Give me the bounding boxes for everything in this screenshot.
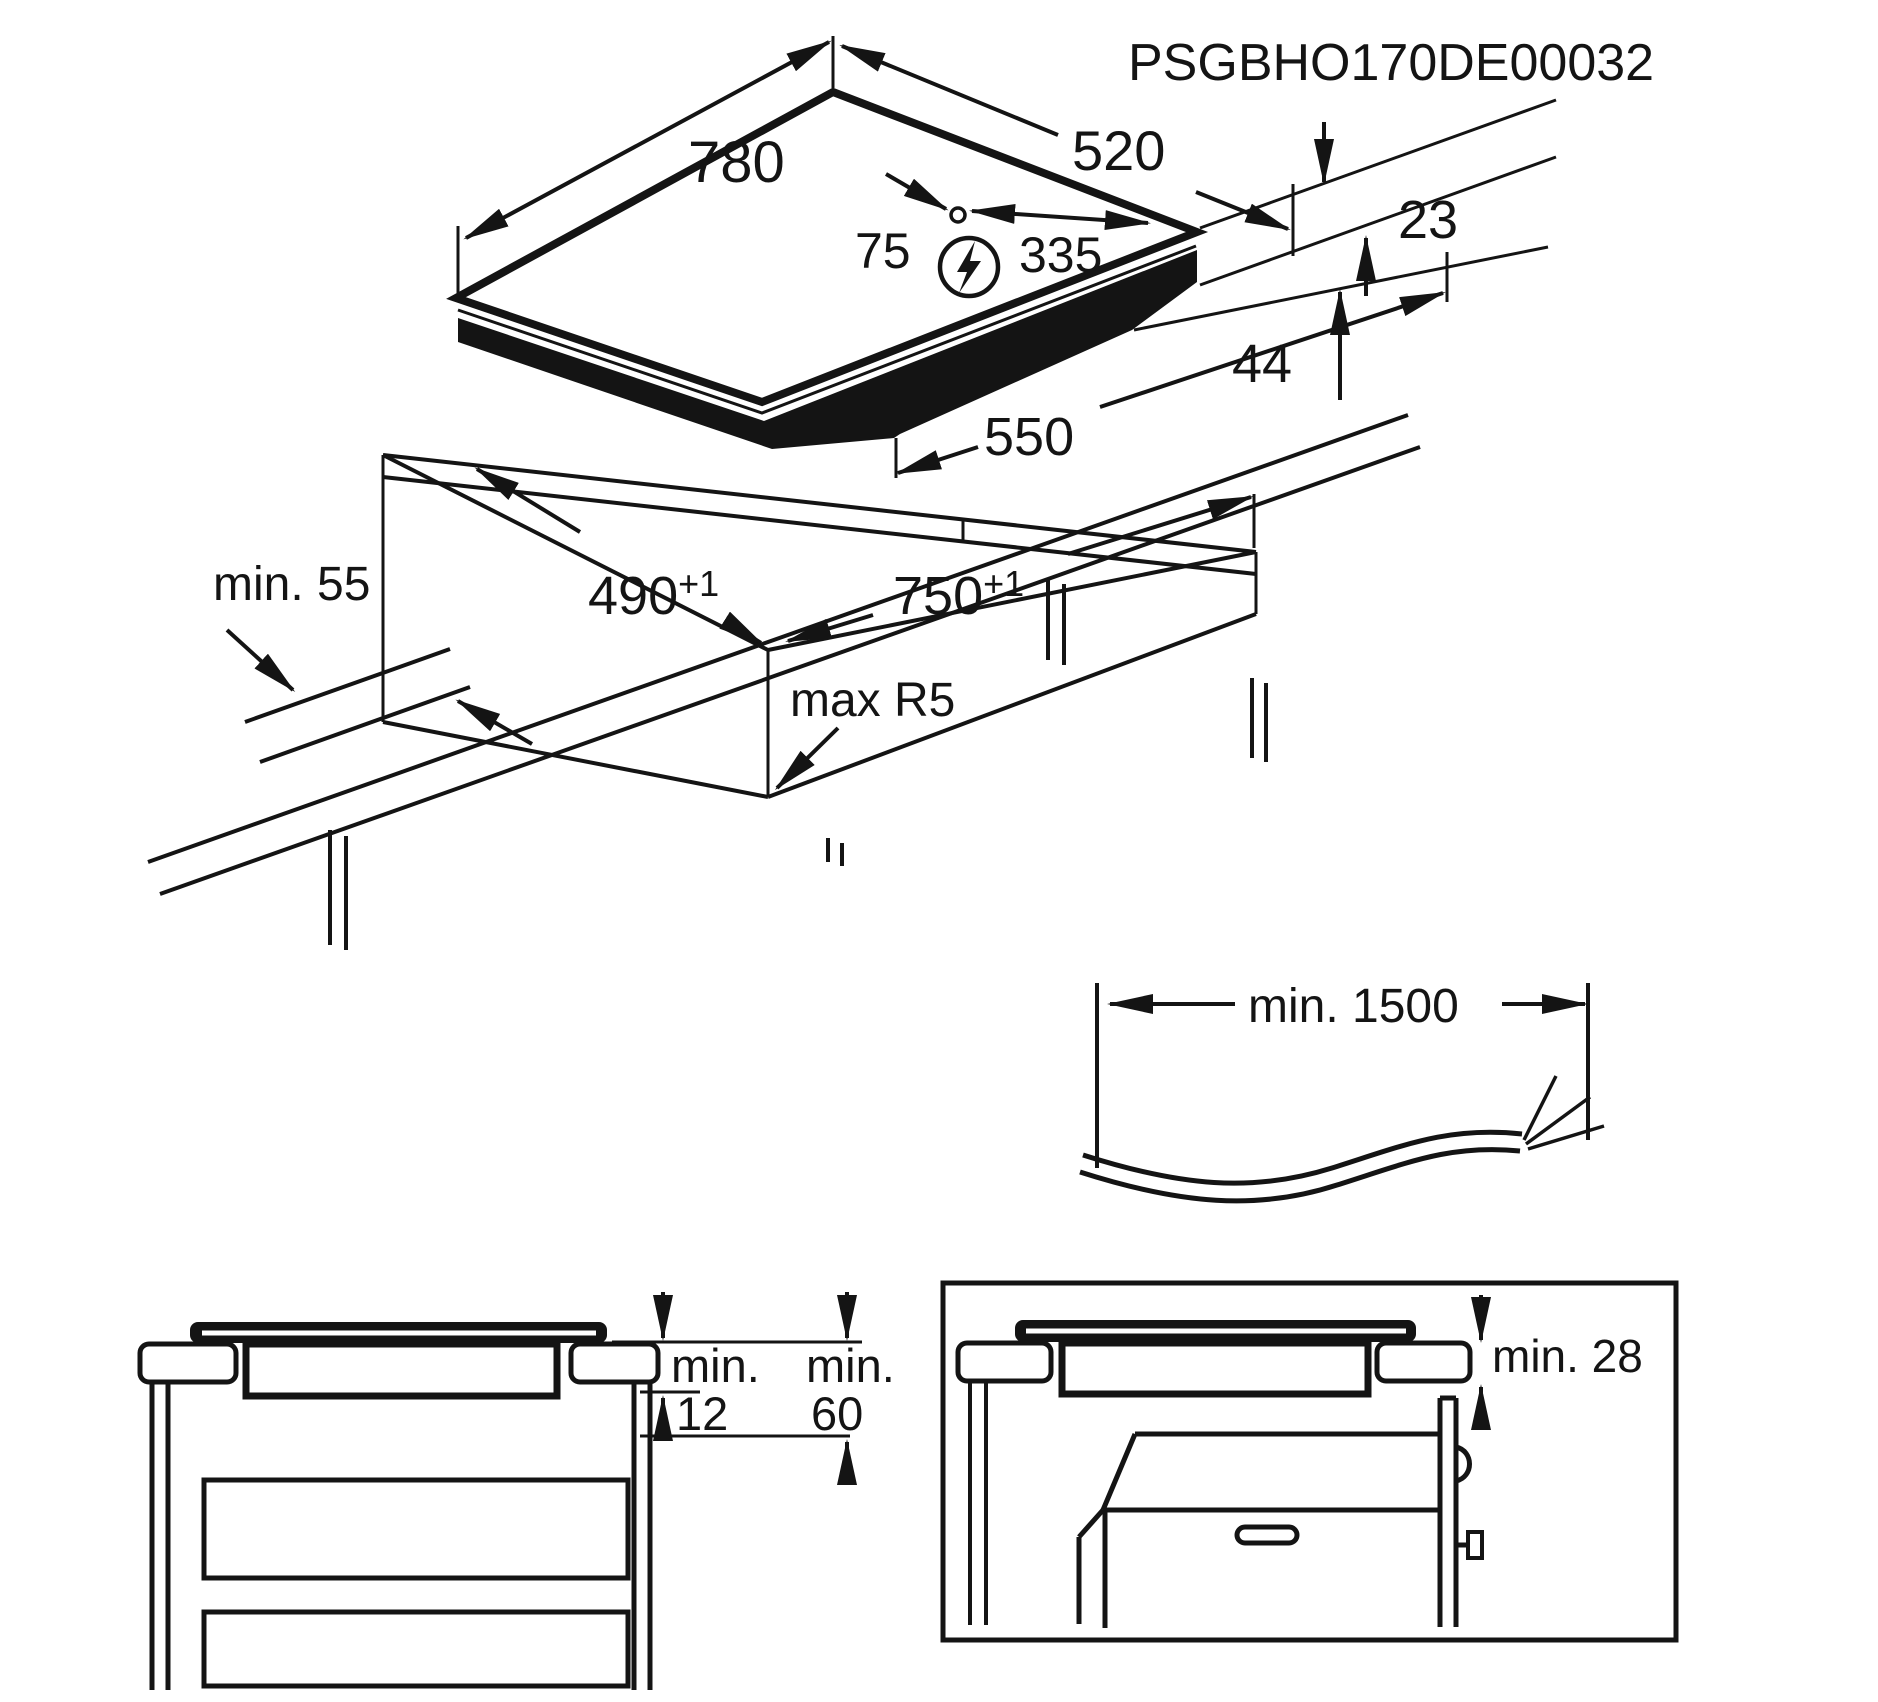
dim-23-label: 23 <box>1398 190 1458 250</box>
worktop-right-2 <box>1374 1340 1473 1384</box>
cabinet-legs-2 <box>968 1381 988 1625</box>
dim-cable-label: min. 1500 <box>1248 980 1459 1033</box>
dimension-550: 550 <box>894 252 1449 478</box>
drawer-clearance-view: min. 12 min. 60 <box>137 1292 895 1690</box>
cable-view: min. 1500 <box>1079 980 1605 1204</box>
hob-isometric-view: 780 520 75 335 23 <box>446 36 1557 478</box>
cord-hole <box>949 206 967 224</box>
dimension-23: 23 <box>1199 98 1557 296</box>
dimension-490: 490+1 <box>474 467 764 645</box>
hob-body <box>458 250 1197 449</box>
worktop-cutout <box>381 453 1258 799</box>
built-under-oven <box>1076 1395 1484 1628</box>
view-frame <box>940 1280 1679 1643</box>
min-label-1: min. <box>671 1339 760 1392</box>
dim-min28-label: min. 28 <box>1492 1330 1643 1382</box>
dimension-44: 44 <box>1133 245 1549 400</box>
cord-hole-dimensions: 75 335 <box>855 172 1151 283</box>
oven-clearance-view: min. 28 <box>940 1280 1679 1643</box>
cabinet-legs <box>149 1382 653 1690</box>
worktop-front-edge <box>147 413 1409 864</box>
dim-780-label: 780 <box>688 130 785 195</box>
glass-underside-edge <box>457 244 1197 415</box>
min-label-2: min. <box>806 1339 895 1392</box>
dim-max-r5-label: max R5 <box>790 674 955 727</box>
hob-body-side <box>242 1340 561 1400</box>
drawer-lower <box>201 1609 631 1689</box>
worktop-cutout-view: min. 55 490+1 750+1 max R5 <box>147 413 1421 950</box>
dimension-750: 750+1 <box>785 494 1256 643</box>
dimension-min55: min. 55 <box>213 558 534 764</box>
dim-335-label: 335 <box>1019 227 1102 283</box>
dimension-min28: min. 28 <box>1471 1295 1643 1430</box>
dim-520-label: 520 <box>1072 119 1165 182</box>
dim-min55-label: min. 55 <box>213 558 370 611</box>
mains-cable <box>1079 1075 1605 1204</box>
dim-44-label: 44 <box>1232 334 1292 394</box>
worktop-supports <box>328 578 1268 950</box>
dim-60-label: 60 <box>811 1387 863 1440</box>
oven-handle <box>1234 1524 1300 1546</box>
dimension-520: 520 <box>839 44 1295 256</box>
worktop-left-2 <box>955 1340 1054 1384</box>
drawing-id: PSGBHO170DE00032 <box>1128 34 1654 92</box>
electrical-connection-icon <box>937 235 1001 299</box>
dimension-min12-min60: min. 12 min. 60 <box>612 1292 895 1485</box>
worktop-right <box>568 1341 661 1385</box>
dim-75-label: 75 <box>855 223 911 279</box>
dimension-max-r5: max R5 <box>774 674 955 791</box>
dim-12-label: 12 <box>676 1387 728 1440</box>
dim-490-label: 490+1 <box>588 563 719 626</box>
dim-550-label: 550 <box>984 407 1074 467</box>
drawer-upper <box>201 1477 631 1581</box>
hob-body-side-2 <box>1058 1339 1372 1398</box>
worktop-left <box>137 1341 239 1385</box>
worktop-front-edge-lower <box>159 445 1421 896</box>
dim-750-label: 750+1 <box>893 563 1024 626</box>
dimension-780: 780 <box>456 36 835 294</box>
